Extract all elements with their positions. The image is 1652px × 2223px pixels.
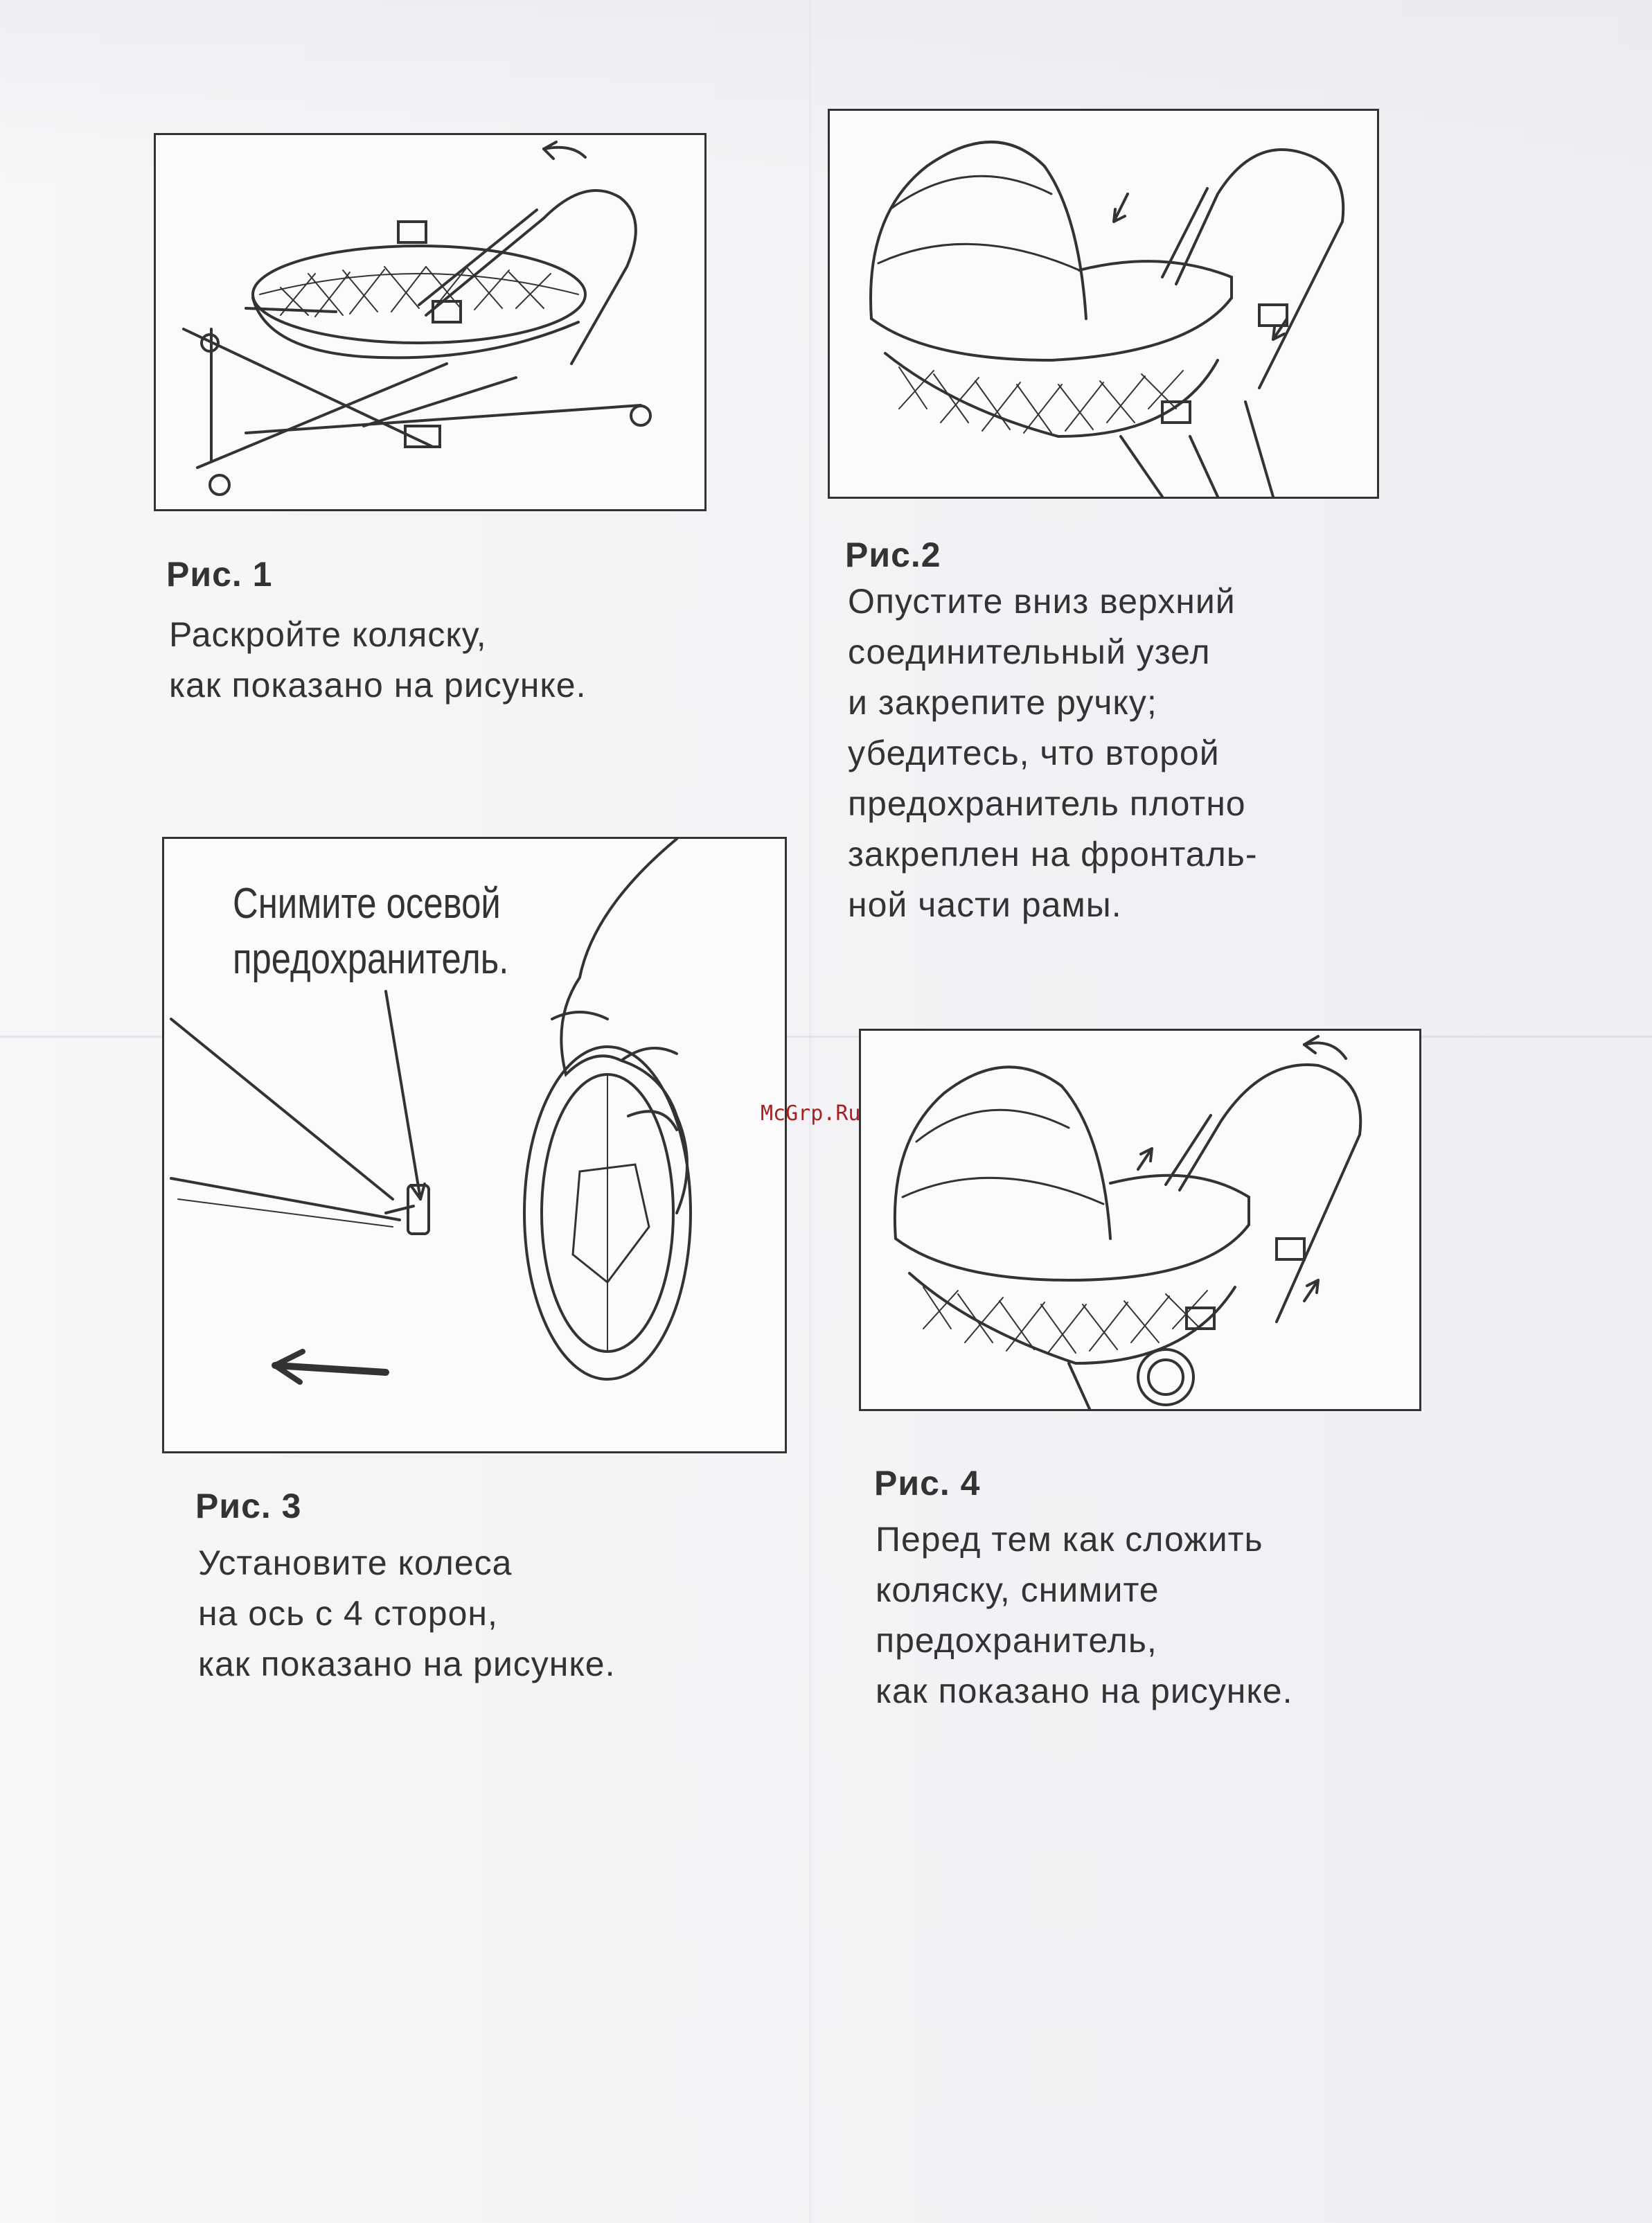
paper-fold-line [809,0,811,2223]
figure-3-illustration [162,837,787,1453]
figure-2-illustration [828,109,1379,499]
figure-2-caption: Опустите вниз верхний соединительный узе… [848,576,1257,930]
figure-1-caption-line: как показано на рисунке. [169,666,587,705]
figure-2-caption-line: убедитесь, что второй [848,734,1220,772]
figure-3-callout: Снимите осевой предохранитель. [233,876,508,987]
figure-2-title: Рис.2 [845,535,941,574]
figure-1-caption-line: Раскройте коляску, [169,615,487,654]
figure-3-caption-line: на ось с 4 сторон, [198,1594,498,1633]
figure-2-caption-line: и закрепите ручку; [848,683,1157,722]
figure-4-caption-line: коляску, снимите [876,1570,1160,1609]
figure-3-caption: Установите колеса на ось с 4 сторон, как… [198,1538,616,1690]
figure-3-callout-line: предохранитель. [233,935,509,983]
figure-4-illustration [859,1029,1421,1411]
figure-2-caption-line: соединительный узел [848,632,1211,671]
figure-2-caption-line: закреплен на фронталь- [848,835,1258,874]
figure-3-caption-line: Установите колеса [198,1543,513,1582]
figure-3-title: Рис. 3 [195,1487,302,1525]
figure-3-caption-line: как показано на рисунке. [198,1645,616,1683]
figure-4-caption-line: предохранитель, [876,1621,1157,1660]
figure-1-title: Рис. 1 [166,555,273,594]
figure-1-illustration [154,133,707,511]
figure-4-caption-line: как показано на рисунке. [876,1672,1293,1710]
figure-2-caption-line: ной части рамы. [848,885,1122,924]
figure-2-caption-line: предохранитель плотно [848,784,1246,823]
paper-fold-line [0,1036,1652,1038]
figure-4-title: Рис. 4 [874,1464,981,1503]
watermark: McGrp.Ru [761,1101,861,1126]
figure-2-caption-line: Опустите вниз верхний [848,582,1236,621]
figure-4-caption-line: Перед тем как сложить [876,1520,1263,1559]
figure-4-caption: Перед тем как сложить коляску, снимите п… [876,1514,1293,1717]
figure-1-caption: Раскройте коляску, как показано на рисун… [169,610,587,711]
figure-3-callout-line: Снимите осевой [233,880,501,928]
